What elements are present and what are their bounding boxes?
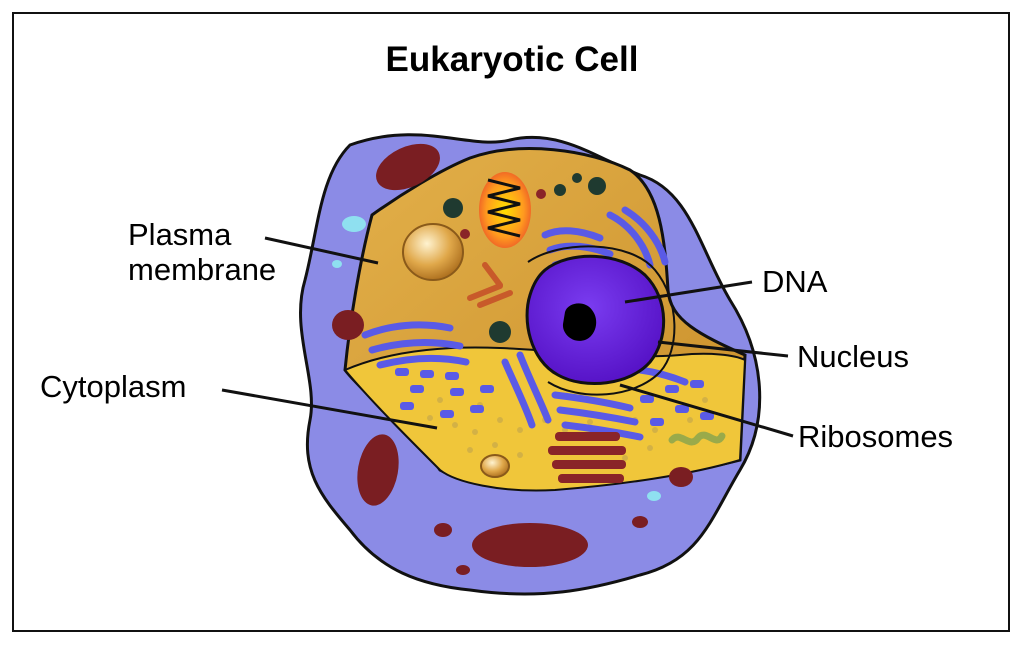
mitochondrion (479, 172, 531, 248)
label-cytoplasm: Cytoplasm (40, 369, 187, 404)
leader-lines (221, 236, 794, 438)
back-wall-granules (443, 173, 606, 343)
label-plasma-line1: Plasma (128, 217, 232, 252)
label-nucleus: Nucleus (797, 339, 909, 374)
nucleus-envelope (527, 245, 676, 396)
golgi-apparatus (548, 432, 626, 483)
centrioles (467, 262, 513, 308)
green-coil (668, 431, 726, 446)
label-dna: DNA (762, 264, 828, 299)
er-back-wall (361, 206, 689, 441)
label-plasma-line2: membrane (128, 252, 277, 287)
er-cut-face (395, 368, 714, 426)
outer-light-vesicles (332, 216, 661, 501)
label-ribosomes: Ribosomes (798, 419, 954, 454)
vesicle-small (480, 454, 510, 478)
outer-organelles (332, 143, 693, 575)
nucleolus (562, 303, 597, 341)
vesicle-large (402, 223, 464, 281)
diagram-title: Eukaryotic Cell (385, 40, 639, 79)
